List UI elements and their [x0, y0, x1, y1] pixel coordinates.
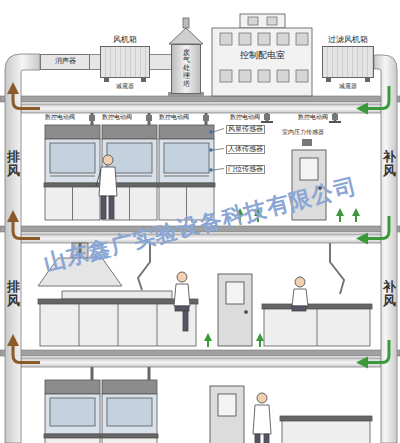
treatment-tower: 废气处理塔 [171, 44, 201, 94]
node-text: 废气处理塔 [183, 50, 190, 88]
supply-arrow [362, 216, 389, 239]
node-text: 控制配电室 [238, 50, 287, 61]
duct-outline [150, 54, 171, 70]
floor-slab [0, 96, 400, 102]
flow-label: 排风 [7, 150, 20, 179]
building-windows [220, 17, 308, 82]
lab-bench [38, 291, 372, 346]
shock-absorber [365, 78, 370, 82]
control-room: 控制配电室 [212, 14, 312, 95]
tower-chimney [183, 18, 189, 28]
shock-absorber [141, 78, 146, 82]
watermark: 山东鑫广实验设备科技有限公司 [41, 174, 360, 276]
exhaust-arrow [13, 88, 40, 109]
building [240, 14, 285, 28]
door [210, 386, 244, 443]
supply-riser [374, 55, 397, 443]
fan-box: 风机箱 [100, 46, 150, 78]
node-text: 过滤风机箱 [328, 36, 368, 45]
filter-fan-box: 过滤风机箱 [322, 46, 374, 78]
door [218, 274, 252, 346]
ceiling-duct [21, 358, 381, 367]
part-label: 减震器 [339, 83, 357, 90]
shock-absorber [326, 78, 331, 82]
ceiling-duct [21, 104, 381, 113]
person [96, 155, 117, 219]
exhaust-arrow [13, 216, 40, 239]
fume-hood [44, 367, 158, 443]
lab-bench [280, 416, 372, 443]
tower-cone [169, 28, 203, 44]
flow-label: 排风 [7, 280, 20, 309]
exhaust-riser [5, 54, 40, 443]
flow-label: 补风 [383, 150, 396, 179]
valve-label: 数控电动阀 [102, 114, 132, 121]
valve [89, 113, 341, 125]
part-label: 减震器 [116, 83, 134, 90]
floor-slab [0, 350, 400, 356]
leader-line [213, 129, 224, 171]
node-text: 消声器 [55, 58, 76, 66]
person [253, 393, 271, 443]
valve-label: 数控电动阀 [159, 114, 189, 121]
sensor-label: 室内压力传感器 [282, 129, 324, 136]
silencer-box: 消声器 [40, 54, 90, 70]
flow-label: 补风 [383, 280, 396, 309]
duct-body [150, 55, 171, 69]
duct-outline [90, 54, 100, 70]
sensor-label: 门位传感器 [226, 165, 265, 174]
floor-supply-arrow [208, 337, 260, 347]
duct-body [90, 55, 100, 69]
node-text: 风机箱 [113, 36, 137, 45]
sensor-label: 人体传感器 [226, 145, 265, 154]
valve-label: 数控电动阀 [298, 114, 328, 121]
duct-connector [150, 62, 171, 63]
duct-connector [90, 62, 100, 63]
supply-arrow [362, 86, 389, 109]
building [212, 28, 312, 96]
fume-hood [44, 125, 215, 220]
shock-absorber [104, 78, 109, 82]
sensor-label: 风量传感器 [226, 125, 265, 134]
exhaust-arrow [13, 340, 40, 363]
valve-label: 数控电动阀 [230, 114, 260, 121]
valve-label: 数控电动阀 [45, 114, 75, 121]
